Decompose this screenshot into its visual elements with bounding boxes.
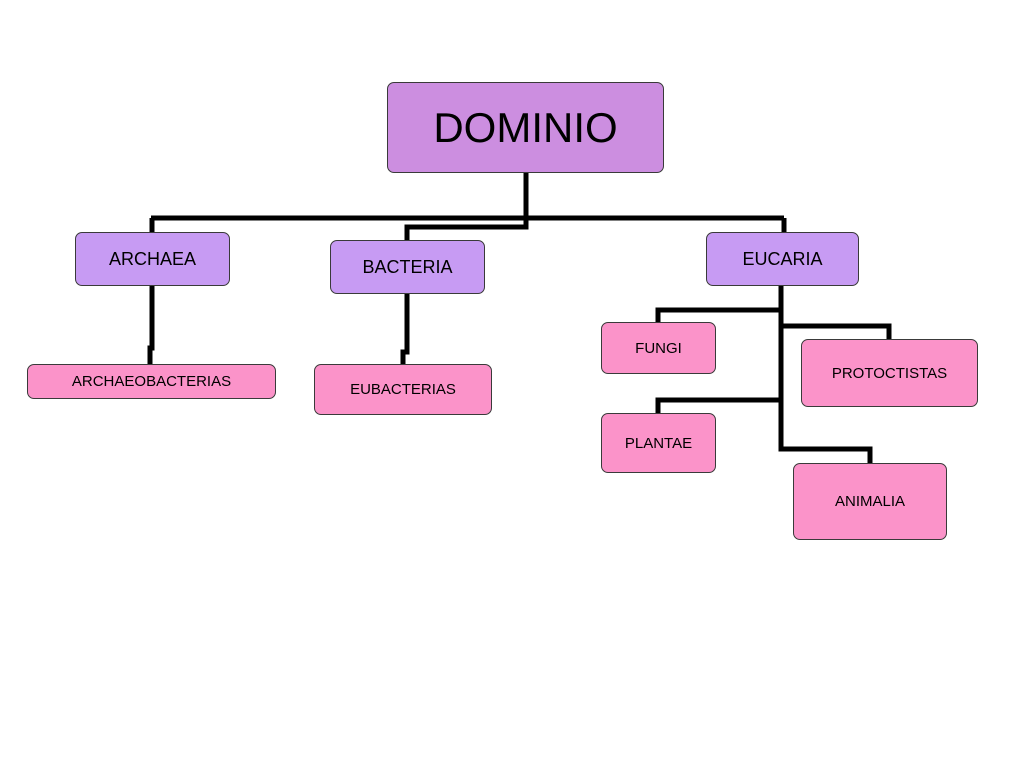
node-dominio-label: DOMINIO — [433, 103, 618, 151]
connector-eucaria-protoctistas — [781, 323, 892, 339]
connector-root-bacteria — [404, 218, 529, 240]
node-bacteria: BACTERIA — [330, 240, 485, 294]
node-eucaria: EUCARIA — [706, 232, 859, 286]
node-animalia: ANIMALIA — [793, 463, 947, 540]
node-protoctistas: PROTOCTISTAS — [801, 339, 978, 407]
node-bacteria-label: BACTERIA — [362, 256, 453, 277]
node-animalia-label: ANIMALIA — [834, 493, 906, 510]
connector-bacteria-eubacterias — [400, 294, 410, 364]
node-archaea: ARCHAEA — [75, 232, 230, 286]
node-plantae: PLANTAE — [601, 413, 716, 473]
node-eubacterias: EUBACTERIAS — [314, 364, 492, 415]
node-dominio: DOMINIO — [387, 82, 664, 173]
node-archaea-label: ARCHAEA — [108, 248, 197, 269]
node-archaeobacterias-label: ARCHAEOBACTERIAS — [71, 373, 232, 390]
connector-eucaria-fungi — [655, 307, 781, 322]
node-eubacterias-label: EUBACTERIAS — [350, 381, 456, 398]
node-fungi-label: FUNGI — [635, 339, 682, 357]
connector-eucaria-plantae — [655, 397, 781, 413]
node-fungi: FUNGI — [601, 322, 716, 374]
connector-archaea-archaeobacterias — [147, 286, 155, 364]
node-plantae-label: PLANTAE — [624, 434, 693, 452]
node-eucaria-label: EUCARIA — [742, 248, 823, 269]
node-protoctistas-label: PROTOCTISTAS — [831, 364, 948, 382]
connector-eucaria-trunk — [778, 286, 873, 463]
node-archaeobacterias: ARCHAEOBACTERIAS — [27, 364, 276, 399]
